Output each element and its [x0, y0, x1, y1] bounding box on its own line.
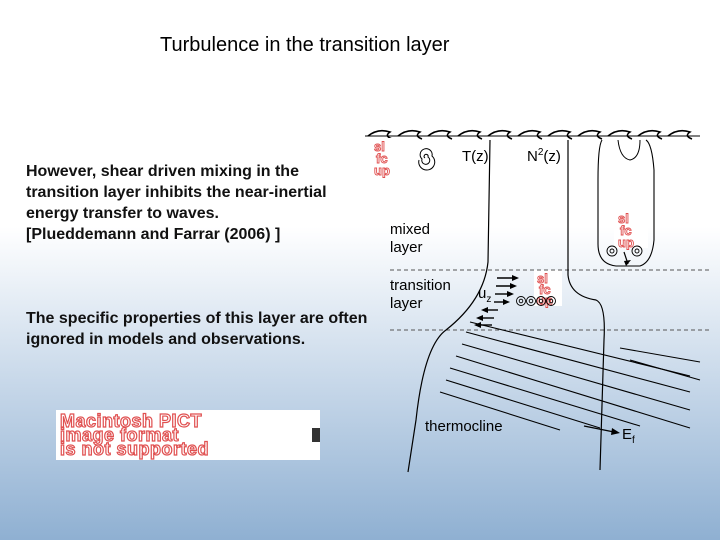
sea-surface-waves [367, 129, 693, 140]
svg-text:sl: sl [374, 139, 385, 154]
paragraph-line: energy transfer to waves. [26, 205, 219, 222]
transition-layer-label-1: transition [390, 277, 451, 294]
svg-text:fc: fc [376, 151, 388, 166]
paragraph-line: transition layer inhibits the near-inert… [26, 184, 327, 201]
energy-flux-arrow-head [611, 428, 620, 435]
energy-flux-label: Ef [622, 426, 635, 446]
shear-mixing-paragraph: However, shear driven mixing in the tran… [26, 161, 371, 245]
temperature-profile-curve [407, 139, 491, 473]
stamp-image-right: sl fc up [614, 210, 648, 250]
thermocline-label: thermocline [425, 418, 503, 435]
mixed-layer-cell [597, 139, 655, 267]
transition-eddies [516, 296, 556, 306]
surface-eddy-spiral [418, 148, 436, 171]
svg-text:fc: fc [620, 223, 632, 238]
cell-arrow-head [624, 260, 631, 266]
properties-paragraph: The specific properties of this layer ar… [26, 310, 368, 348]
placeholder-line: image format [59, 425, 180, 445]
mixed-layer-label-2: layer [390, 239, 423, 256]
svg-text:sl: sl [537, 271, 548, 286]
slide-title: Turbulence in the transition layer [160, 34, 450, 56]
n2-profile-curve [567, 140, 605, 471]
unsupported-image-placeholder: Macintosh PICT image format is not suppo… [56, 410, 320, 460]
transition-layer-label-2: layer [390, 295, 423, 312]
placeholder-line: is not supported [59, 439, 209, 459]
shear-label: uz [478, 285, 491, 305]
svg-text:sl: sl [618, 211, 629, 226]
mixed-layer-label-1: mixed [390, 221, 430, 238]
cell-top-loop [617, 139, 641, 161]
temperature-label: T(z) [462, 148, 489, 165]
stamp-image-middle: sl fc up [534, 270, 562, 308]
citation-line: [Plueddemann and Farrar (2006) ] [26, 226, 281, 243]
n2-label: N2(z) [527, 147, 561, 165]
internal-wave-rays [439, 321, 701, 431]
stamp-image-top: sl fc up [372, 138, 406, 178]
mixed-layer-eddies [606, 245, 643, 257]
shear-arrow-heads [474, 275, 519, 328]
svg-text:up: up [618, 235, 634, 250]
svg-text:fc: fc [539, 282, 551, 297]
placeholder-line: Macintosh PICT [59, 411, 203, 431]
placeholder-bar [312, 428, 320, 442]
energy-flux-arrow [583, 425, 615, 433]
svg-text:up: up [374, 163, 390, 178]
paragraph-line: However, shear driven mixing in the [26, 163, 299, 180]
